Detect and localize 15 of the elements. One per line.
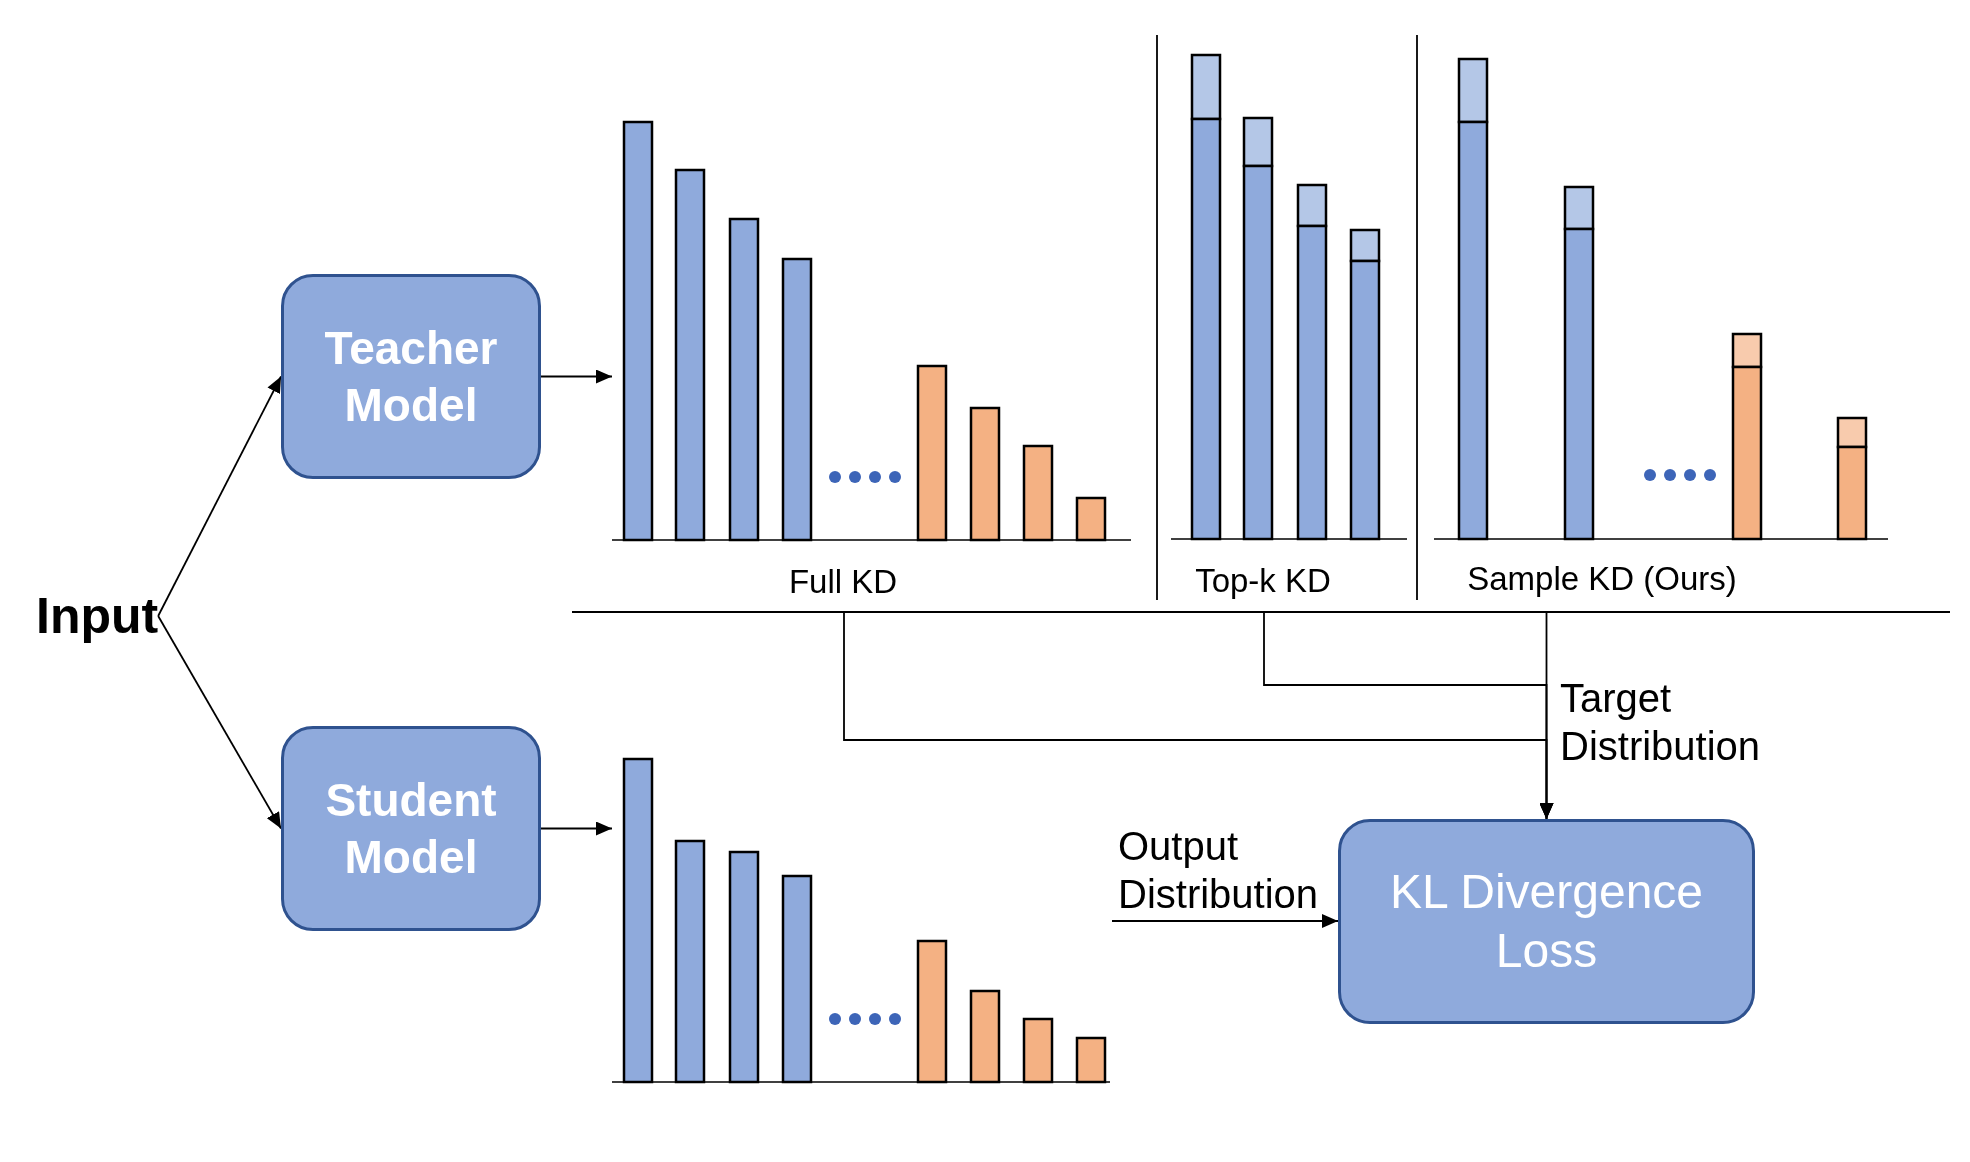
arrow	[157, 615, 282, 830]
arrow	[1111, 914, 1339, 928]
edge-label: Target Distribution	[1560, 675, 1762, 770]
arrow	[157, 375, 282, 617]
process-box: Student Model	[281, 726, 541, 931]
edge-label: Output Distribution	[1118, 823, 1320, 918]
arrow	[1539, 611, 1554, 820]
chart-caption: Top-k KD	[1195, 561, 1331, 601]
chart-caption: Sample KD (Ours)	[1467, 559, 1737, 599]
arrow	[540, 821, 613, 836]
chart-caption: Full KD	[788, 562, 898, 602]
process-box: Teacher Model	[281, 274, 541, 479]
arrow	[540, 369, 613, 384]
node-label: Input	[36, 586, 159, 646]
process-box: KL Divergence Loss	[1338, 819, 1755, 1024]
